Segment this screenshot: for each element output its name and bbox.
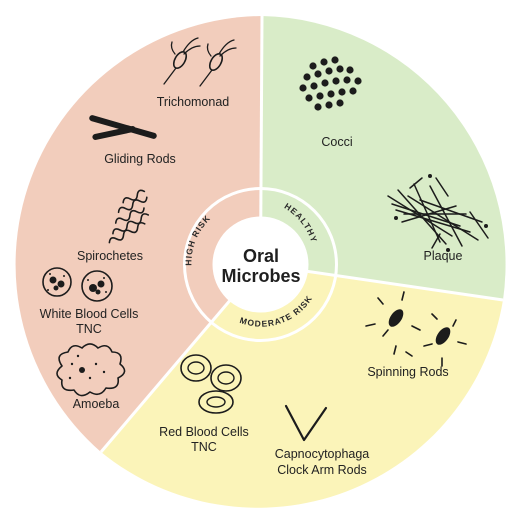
- spinning-rods-icon: [365, 291, 467, 367]
- spirochetes-label: Spirochetes: [77, 249, 143, 263]
- clock-arm-rods-icon: [284, 404, 328, 442]
- healthy-segment: [260, 16, 506, 300]
- rbc-label-line2: TNC: [191, 440, 217, 454]
- high-risk-segment: [15, 16, 262, 452]
- plaque-label: Plaque: [424, 249, 463, 263]
- plaque-icon: [387, 174, 489, 252]
- white-blood-cells-icon: [42, 267, 113, 302]
- center-disc: [212, 216, 309, 313]
- center-title-line2: Microbes: [221, 266, 300, 286]
- spirochetes-icon: [108, 189, 150, 244]
- center-title-line1: Oral: [243, 246, 279, 266]
- trichomonad-icon: [163, 37, 237, 87]
- capno-label-line2: Clock Arm Rods: [277, 463, 367, 477]
- cocci-label: Cocci: [321, 135, 352, 149]
- rbc-label-line1: Red Blood Cells: [159, 425, 249, 439]
- amoeba-label: Amoeba: [73, 397, 120, 411]
- gliding-rods-icon: [89, 115, 157, 140]
- wbc-label-line2: TNC: [76, 322, 102, 336]
- wbc-label-line1: White Blood Cells: [40, 307, 139, 321]
- spinning-rods-label: Spinning Rods: [367, 365, 448, 379]
- amoeba-icon: [56, 343, 126, 397]
- gliding-rods-label: Gliding Rods: [104, 152, 176, 166]
- red-blood-cells-icon: [180, 354, 242, 414]
- capno-label-line1: Capnocytophaga: [275, 447, 370, 461]
- moderate-risk-segment: [101, 264, 503, 508]
- cocci-icon: [299, 56, 362, 111]
- trichomonad-label: Trichomonad: [157, 95, 230, 109]
